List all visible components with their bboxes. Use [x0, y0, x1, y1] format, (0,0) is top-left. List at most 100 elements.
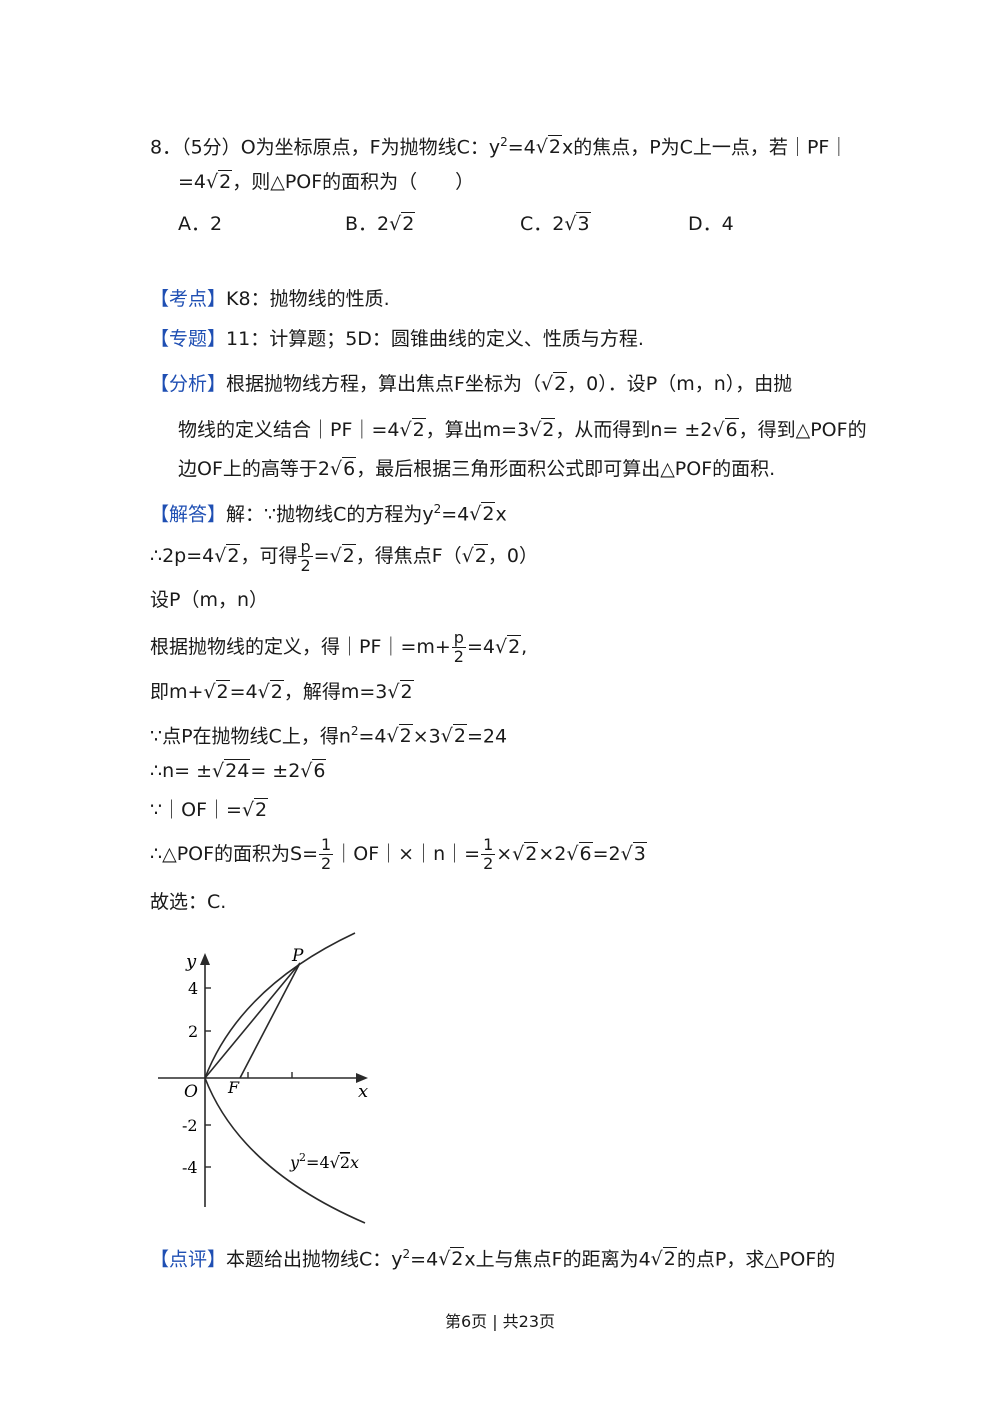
- jieda-text: 解：∵抛物线C的方程为y: [226, 503, 434, 526]
- radicand: 6: [312, 759, 327, 782]
- jieda-text: =4: [441, 503, 470, 526]
- stem-text: x的焦点，P为C上一点，若: [561, 136, 788, 159]
- jieda-text: x: [495, 503, 507, 526]
- jieda-text: 设P（m，n）: [150, 589, 269, 611]
- jieda-text: =: [313, 545, 330, 567]
- jieda-text: 故选：C.: [150, 891, 227, 913]
- radicand: 2: [401, 212, 416, 235]
- jieda-line-10: 故选：C.: [150, 888, 226, 916]
- jieda-text: =m+: [400, 636, 451, 658]
- kaodian-line: 【考点】K8：抛物线的性质.: [150, 285, 390, 313]
- dianping-text: =4: [410, 1248, 439, 1271]
- radicand: 2: [254, 798, 269, 821]
- sqrt-expr: √2: [512, 842, 539, 865]
- sqrt-expr: √2: [387, 680, 414, 703]
- jieda-text: ×2: [538, 843, 567, 865]
- sqrt-expr: √6: [329, 457, 357, 480]
- option-label: C．: [520, 213, 553, 235]
- fenxi-text: 根据抛物线方程，算出焦点F坐标为（: [226, 373, 541, 395]
- fenxi-text: 物线的定义结合: [178, 419, 312, 441]
- sqrt-expr: √6: [712, 418, 739, 441]
- radicand: 2: [215, 680, 230, 703]
- tick-label-neg4: -4: [182, 1158, 198, 1177]
- segment-fp: [239, 962, 301, 1079]
- option-label: A．: [178, 213, 210, 235]
- sqrt-expr: √2: [389, 212, 416, 235]
- jieda-text: =: [226, 799, 242, 821]
- zhuanti-text: 11：计算题；5D：圆锥曲线的定义、性质与方程.: [226, 328, 644, 350]
- sqrt-expr: √3: [564, 212, 591, 235]
- question-number: 8．: [150, 136, 182, 159]
- radicand: 2: [541, 418, 556, 441]
- jieda-text: ×3: [412, 725, 441, 748]
- jieda-text: ，解得m=3: [283, 681, 388, 703]
- sqrt-expr: √2: [241, 798, 269, 821]
- radicand: 2: [524, 842, 539, 865]
- radicand: 2: [452, 724, 467, 748]
- x-axis-label: x: [358, 1081, 368, 1102]
- fraction-denominator: 2: [300, 556, 311, 575]
- stem-text: ，则△POF的面积为（ ）: [232, 171, 475, 193]
- jieda-text: ,: [521, 636, 528, 658]
- jieda-text: ，0）: [487, 545, 538, 567]
- radicand: 2: [553, 372, 568, 395]
- jieda-line-5: 即m+√2=4√2，解得m=3√2: [150, 678, 414, 706]
- curve-label-sqrt: √: [330, 1153, 341, 1172]
- radicand: 2: [507, 635, 522, 658]
- jieda-text: n: [433, 843, 446, 865]
- jieda-line-6: ∵点P在抛物线C上，得n2=4√2×3√2=24: [150, 717, 507, 750]
- fraction-numerator: 1: [481, 835, 496, 855]
- radicand: 2: [547, 135, 562, 159]
- radicand: 3: [632, 842, 647, 865]
- fraction-denominator: 2: [321, 854, 332, 873]
- sqrt-expr: √6: [566, 842, 593, 865]
- jieda-text: OF: [181, 799, 207, 821]
- jieda-text: 根据抛物线的定义，得: [150, 636, 341, 658]
- radicand: 2: [473, 544, 488, 567]
- sqrt-expr: √2: [386, 724, 413, 748]
- zhuanti-line: 【专题】11：计算题；5D：圆锥曲线的定义、性质与方程.: [150, 325, 644, 353]
- question-line-1: 8．（5分）O为坐标原点，F为抛物线C：y2=4√2x的焦点，P为C上一点，若｜…: [150, 128, 848, 161]
- jieda-text: 即m+: [150, 681, 204, 703]
- jieda-text: OF: [353, 843, 380, 865]
- dianping-line: 【点评】本题给出抛物线C：y2=4√2x上与焦点F的距离为4√2的点P，求△PO…: [150, 1240, 835, 1273]
- radicand: 6: [342, 457, 357, 480]
- radicand: 24: [224, 759, 251, 782]
- jieda-text: ×: [496, 843, 513, 865]
- jieda-line-3: 设P（m，n）: [150, 586, 268, 614]
- curve-label-y: y: [289, 1153, 300, 1172]
- tick-label-neg2: -2: [182, 1116, 198, 1135]
- superscript: 2: [350, 724, 359, 738]
- fraction-numerator: 1: [319, 835, 334, 855]
- option-label: B．: [345, 213, 378, 235]
- kaodian-text: K8：抛物线的性质.: [226, 288, 390, 310]
- curve-label-x: x: [350, 1153, 359, 1172]
- jieda-text: =: [464, 843, 481, 865]
- jieda-text: =4: [466, 636, 495, 658]
- radicand: 2: [662, 1247, 677, 1271]
- option-c: C．2√3: [520, 209, 591, 236]
- option-value: 2: [210, 213, 223, 235]
- radicand: 2: [450, 1247, 465, 1271]
- sqrt-expr: √2: [257, 680, 284, 703]
- sqrt-expr: √2: [494, 635, 522, 658]
- curve-label-rad: 2: [340, 1153, 350, 1172]
- jieda-line-8: ∵｜OF｜=√2: [150, 796, 269, 824]
- jieda-text: =4: [358, 725, 387, 748]
- option-value: 4: [721, 213, 734, 235]
- question-line-2: =4√2，则△POF的面积为（ ）: [178, 168, 474, 196]
- fenxi-text: PF: [330, 419, 353, 441]
- kaodian-tag: 【考点】: [150, 288, 227, 310]
- y-axis-label: y: [185, 951, 197, 972]
- radicand: 2: [399, 680, 414, 703]
- curve-label-mid: =4: [306, 1153, 330, 1172]
- radicand: 2: [411, 418, 426, 441]
- sqrt-expr: √6: [300, 759, 327, 782]
